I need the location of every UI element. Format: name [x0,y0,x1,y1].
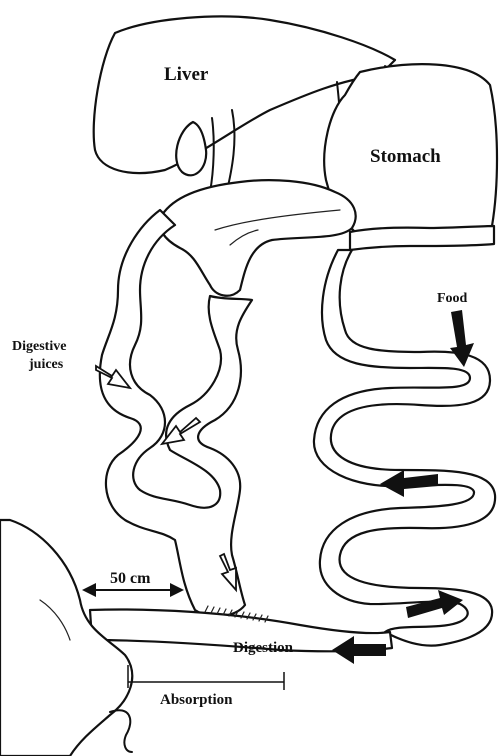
stomach-label: Stomach [370,146,441,167]
pylorus [350,226,494,250]
digestion-label: Digestion [233,640,294,656]
digestive-juices-label-line2: juices [28,357,64,372]
small-intestine-right-coils [314,250,495,646]
liver-label: Liver [164,64,209,85]
length-label: 50 cm [110,570,151,587]
appendix [110,710,132,752]
food-label: Food [437,291,468,306]
absorption-bracket [128,665,284,690]
absorption-label: Absorption [160,692,233,708]
digestive-juices-label-line1: Digestive [12,339,66,354]
